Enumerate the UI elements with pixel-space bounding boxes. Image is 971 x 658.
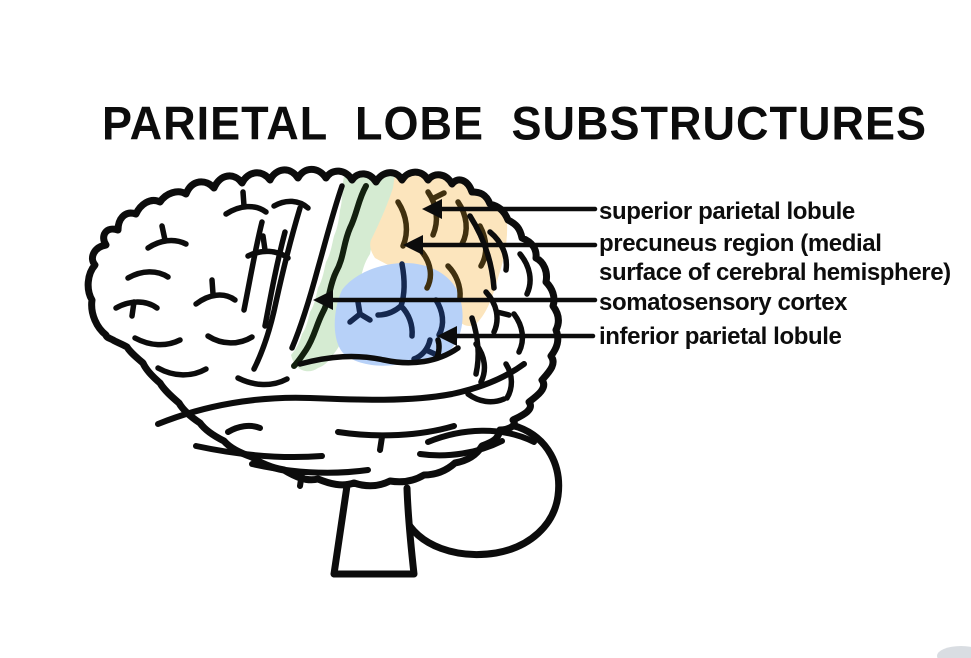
sulci-superior-parietal	[395, 189, 489, 301]
annotation-arrows	[313, 199, 598, 346]
annotation-label-precuneus-line2: surface of cerebral hemisphere)	[599, 259, 951, 286]
arrowhead-precuneus	[403, 235, 423, 255]
arrowhead-somatosensory	[313, 290, 333, 310]
arrowhead-superior-parietal	[422, 199, 442, 219]
annotation-label-superior-parietal: superior parietal lobule	[599, 198, 855, 225]
sulci-inferior-parietal	[347, 261, 446, 362]
sulci-temporal	[155, 361, 537, 489]
watermark-remnant	[937, 646, 971, 658]
arrowhead-inferior-parietal	[437, 326, 457, 346]
annotation-label-somatosensory: somatosensory cortex	[599, 289, 848, 316]
sulci-frontal	[113, 183, 345, 388]
sulci-occipital	[297, 213, 533, 405]
page-title: PARIETAL LOBE SUBSTRUCTURES	[101, 96, 928, 151]
annotation-label-precuneus-line1: precuneus region (medial	[599, 230, 882, 257]
annotation-label-precuneus: precuneus region (medial surface of cere…	[599, 229, 951, 287]
annotation-label-inferior-parietal: inferior parietal lobule	[599, 323, 842, 350]
